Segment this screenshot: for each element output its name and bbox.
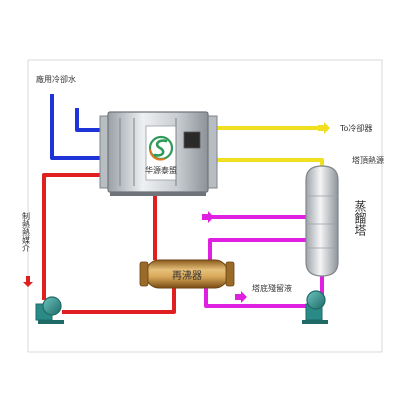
heat-medium-lines: [42, 173, 176, 314]
arrow-right-icon: [318, 122, 330, 134]
cooling-water-lines: [50, 94, 108, 160]
distillation-column[interactable]: [305, 165, 339, 277]
cooling-water-label: 廠用冷卻水: [36, 74, 76, 84]
brand-name: 华源泰盟: [145, 165, 177, 175]
residue-lines: [204, 215, 324, 308]
pump-icon[interactable]: [302, 290, 328, 324]
to-condenser-label: To冷卻器: [339, 123, 372, 133]
pump-icon[interactable]: [35, 296, 64, 324]
reboiler[interactable]: [139, 259, 235, 289]
arrow-right-icon: [235, 291, 247, 303]
arrow-right-icon: [202, 211, 214, 223]
column-label: 蒸餾塔: [353, 200, 367, 237]
arrow-down-icon: [23, 276, 33, 287]
brand-logo-icon: [148, 135, 174, 161]
heat-medium-label: 制熱熱媒介: [22, 211, 31, 252]
reboiler-label: 再沸器: [172, 269, 202, 282]
tower-bottom-label: 塔底殘留液: [252, 283, 292, 293]
tower-top-heat-label: 塔頂熱源: [352, 155, 384, 165]
